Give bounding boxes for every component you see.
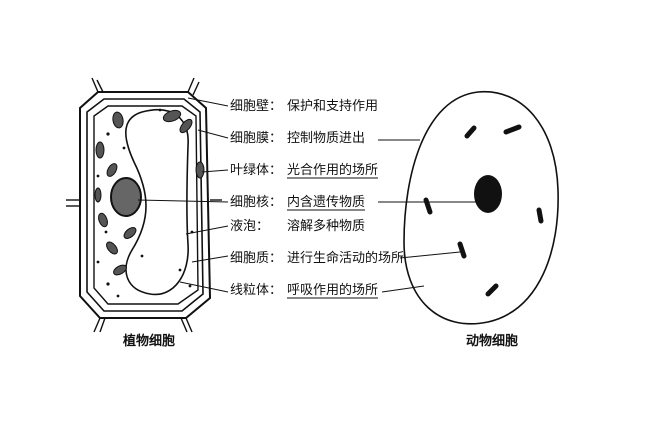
plant-cell-membrane — [93, 105, 199, 305]
plant-cell — [66, 77, 222, 333]
plant-granules — [96, 108, 194, 298]
plant-cell-wall-inner — [86, 98, 204, 312]
neighbor-wall-lines — [66, 77, 222, 333]
animal-nucleus — [474, 175, 502, 213]
plant-vacuole — [125, 108, 189, 296]
animal-mitochondria — [423, 124, 544, 297]
plant-nucleus — [110, 177, 142, 217]
label-function-5: 进行生命活动的场所 — [287, 250, 404, 266]
label-function-2: 光合作用的场所 — [287, 162, 378, 178]
animal-cell — [403, 91, 559, 325]
label-part-5: 细胞质： — [230, 251, 282, 266]
label-function-6: 呼吸作用的场所 — [287, 282, 378, 298]
plant-chloroplasts — [94, 109, 205, 276]
label-part-3: 细胞核： — [230, 195, 282, 210]
label-function-4: 溶解多种物质 — [287, 218, 365, 234]
plant-leader-lines — [137, 97, 229, 293]
label-function-3: 内含遗传物质 — [287, 194, 365, 210]
label-function-0: 保护和支持作用 — [287, 99, 378, 114]
animal-cell-membrane — [403, 91, 559, 325]
animal-leader-lines — [378, 139, 478, 293]
label-part-2: 叶绿体： — [230, 163, 282, 178]
label-part-4: 液泡： — [230, 219, 269, 234]
animal-cell-caption: 动物细胞 — [466, 333, 518, 349]
label-function-1: 控制物质进出 — [287, 131, 365, 146]
label-part-0: 细胞壁： — [230, 99, 282, 114]
plant-cell-caption: 植物细胞 — [122, 333, 175, 349]
label-part-1: 细胞膜： — [230, 131, 282, 146]
label-part-6: 线粒体： — [230, 283, 282, 298]
